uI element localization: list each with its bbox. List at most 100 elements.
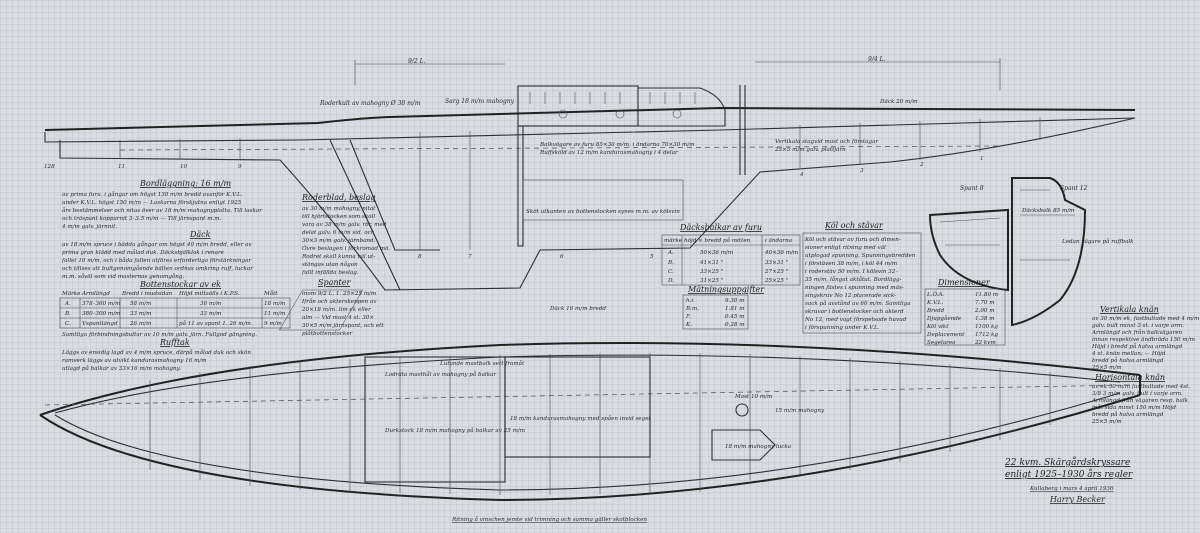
label-coaming: Ruffsköld av 12 m/m kandurasmahogny i 4 … <box>539 150 678 156</box>
svg-text:A.: A. <box>64 301 71 307</box>
svg-text:9.30 m: 9.30 m <box>725 298 745 304</box>
plan-label-sole: Durkstock 18 m/m mahogny på balkar av 25… <box>384 427 525 434</box>
svg-text:2.00 m: 2.00 m <box>974 308 995 314</box>
svg-text:30×3 m/m galv. järnband.: 30×3 m/m galv. järnband. <box>302 238 376 244</box>
svg-text:i förstäven 38 m/m, i köl 44 m: i förstäven 38 m/m, i köl 44 m/m <box>805 261 897 267</box>
svg-text:Rodret skall kunna väl ut-: Rodret skall kunna väl ut- <box>301 254 375 260</box>
svg-text:K.: K. <box>685 322 692 328</box>
svg-text:singskruv No 12 placerade sick: singskruv No 12 placerade sick- <box>805 293 896 299</box>
spant-12-label: Spant 12 <box>1060 185 1088 192</box>
svg-text:alm — Vid mast 4 st. 30×: alm — Vid mast 4 st. 30× <box>302 315 374 321</box>
svg-text:1: 1 <box>980 156 984 162</box>
svg-text:års bestämmelser och nitas öve: års bestämmelser och nitas över av 16 m/… <box>62 207 262 214</box>
svg-text:Rufftak: Rufftak <box>159 338 190 347</box>
svg-text:skruvar i bottenstocker och ak: skruvar i bottenstocker och akterd <box>805 309 904 315</box>
svg-text:och träspant kopparnit 3–3.5 m: och träspant kopparnit 3–3.5 m/m — Till … <box>62 216 222 222</box>
label-tiller: Sarg 18 m/m mahogny <box>445 98 515 105</box>
svg-text:31×25 ": 31×25 " <box>700 278 724 284</box>
svg-text:i förspunning under K.V.L.: i förspunning under K.V.L. <box>805 325 880 331</box>
svg-text:C.: C. <box>668 269 674 275</box>
svg-text:Köl och stävar av furu och dim: Köl och stävar av furu och dimen- <box>804 237 901 243</box>
svg-text:och tillses att bultgenomgåend: och tillses att bultgenomgående bälten o… <box>62 265 253 272</box>
deck-plan-view: Lodräta masthål av mahogny på balkar Lut… <box>39 289 1141 523</box>
svg-text:Djupgående: Djupgående <box>926 315 962 322</box>
dimension-aft-label: 9/2 L. <box>408 58 426 65</box>
svg-text:i ändarna: i ändarna <box>765 238 792 244</box>
svg-text:40×36 m/m: 40×36 m/m <box>764 250 798 256</box>
svg-text:7: 7 <box>468 254 472 260</box>
svg-text:Läggs av ensidig lagd av 4 m/m: Läggs av ensidig lagd av 4 m/m spruce, d… <box>61 349 251 356</box>
svg-text:Ifrån och akterskeppen av: Ifrån och akterskeppen av <box>301 298 377 305</box>
svg-text:av prima furu, i gångar om hög: av prima furu, i gångar om högst 130 m/m… <box>62 191 243 198</box>
title-line2: enligt 1925–1930 års regler <box>1005 468 1133 480</box>
svg-text:h.i.: h.i. <box>686 298 695 304</box>
svg-text:4 st. knän mellan; — Höjd: 4 st. knän mellan; — Höjd <box>1091 351 1166 357</box>
svg-text:vara av 38 m/m galv. rör, med: vara av 38 m/m galv. rör, med <box>302 222 387 228</box>
svg-text:F.: F. <box>685 314 691 320</box>
svg-text:stängas utan någon: stängas utan någon <box>302 261 358 268</box>
svg-text:25×5 m/m: 25×5 m/m <box>1091 419 1122 425</box>
svg-text:inåt sida minst 150 m/m Höjd: inåt sida minst 150 m/m Höjd <box>1092 404 1176 411</box>
plan-bottom-caption: Ritning å vinschen jemte vid trimning oc… <box>451 516 647 523</box>
left-notes: Bordläggning: 16 m/m av prima furu, i gå… <box>59 179 291 372</box>
svg-text:Bredd: Bredd <box>926 308 945 314</box>
svg-text:av 30 m/m ek, fastbultade med: av 30 m/m ek, fastbultade med 4 m/m <box>1092 316 1199 322</box>
svg-text:plåtbottenstocker: plåtbottenstocker <box>302 330 353 337</box>
svg-text:Köl vikt: Köl vikt <box>926 324 949 330</box>
svg-text:0.45 m: 0.45 m <box>725 314 745 320</box>
svg-text:2: 2 <box>919 162 924 168</box>
label-stem: Vertikala stagvid mast och förstagar <box>775 139 878 145</box>
svg-text:Armlängd från vägaren resp. ba: Armlängd från vägaren resp. balk <box>1091 397 1189 404</box>
svg-text:Vspantlängd: Vspantlängd <box>82 321 118 327</box>
svg-text:Köl och stävar: Köl och stävar <box>824 221 884 230</box>
svg-text:20×18 m/m. lim ek eller: 20×18 m/m. lim ek eller <box>301 307 371 313</box>
svg-text:5: 5 <box>650 254 654 260</box>
label-beams: Balkvägare av furu 85×30 m/m, i ändarna … <box>539 142 695 148</box>
label-rudder-head: Roderkult av mahogny Ø 38 m/m <box>319 100 421 107</box>
right-notes: Vertikala knän av 30 m/m ek, fastbultade… <box>1091 305 1199 425</box>
svg-text:Höjd mittsälls i K.P.S.: Höjd mittsälls i K.P.S. <box>178 291 240 297</box>
plan-label-fore-hatch: 18 m/m mahogny lucka <box>725 444 791 450</box>
svg-text:11: 11 <box>118 164 125 170</box>
svg-text:utlagd på balkar av 33×16 m/m: utlagd på balkar av 33×16 m/m mahogny. <box>62 365 181 372</box>
svg-text:Däcksbalkar av furu: Däcksbalkar av furu <box>679 223 762 232</box>
svg-text:B.m.: B.m. <box>685 306 699 312</box>
spant-8-label: Spant 8 <box>960 185 984 192</box>
plan-label-cockpit: 15 m/m mahogny <box>775 408 825 414</box>
svg-text:18 m/m: 18 m/m <box>264 301 285 307</box>
svg-text:innan respektive ändbräda 150: innan respektive ändbräda 150 m/m <box>1092 337 1195 343</box>
svg-text:58 m/m: 58 m/m <box>130 301 151 307</box>
svg-text:3: 3 <box>860 168 864 174</box>
signature: Harry Becker <box>1049 495 1106 504</box>
label-keel-hint: Sköt utkanten av bottenstocken synes m.m… <box>526 209 680 215</box>
svg-text:Armlängd och från balkvägaren: Armlängd och från balkvägaren <box>1091 329 1183 336</box>
svg-text:Vertikala knän: Vertikala knän <box>1100 305 1159 314</box>
svg-text:delat galv. 6 m/m sid. och: delat galv. 6 m/m sid. och <box>302 230 375 236</box>
svg-text:Övre beslagen i förkromad mä.: Övre beslagen i förkromad mä. <box>302 245 390 252</box>
svg-text:bredd på halva armlängd: bredd på halva armlängd <box>1092 411 1164 418</box>
svg-text:3/8 3 m/m galv. bult i varje a: 3/8 3 m/m galv. bult i varje arm. <box>1092 391 1183 397</box>
svg-text:i roderstäv 50 m/m. I kölsvin: i roderstäv 50 m/m. I kölsvin 32– <box>805 269 898 275</box>
rail2-label: Ledan vägare på ruffbalk <box>1061 238 1134 245</box>
dimension-fwd: 9/4 L. <box>755 56 1001 90</box>
measurement-table: Mätningsuppgifter h.i.9.30 m B.m.1.81 m … <box>682 285 765 330</box>
svg-text:Dimensioner: Dimensioner <box>937 278 991 287</box>
svg-text:Märke: Märke <box>61 291 81 297</box>
svg-text:prima gran klädd med målad duk: prima gran klädd med målad duk. Däcksbjä… <box>62 249 225 256</box>
svg-text:A.: A. <box>667 250 674 256</box>
dimension-aft: 9/2 L. <box>354 58 505 85</box>
svg-text:C.: C. <box>65 321 71 327</box>
svg-text:märke: märke <box>664 238 683 244</box>
svg-text:inom 9/2 L. 1. 25×25 m/m: inom 9/2 L. 1. 25×25 m/m <box>302 291 376 297</box>
svg-text:Bottenstockar av ek: Bottenstockar av ek <box>139 280 221 289</box>
section-spant-12: Spant 12 Däcksbalk 85 m/m Ledan vägare p… <box>1011 177 1134 327</box>
svg-text:Deplacement: Deplacement <box>926 332 965 338</box>
svg-text:sack på avstånd av 60 m/m. Sam: sack på avstånd av 60 m/m. Samtliga <box>805 300 911 307</box>
label-deck-thickness: Däck 20 m/m <box>879 99 918 105</box>
title-block: 22 kvm. Skärgårdskryssare enligt 1925–19… <box>1004 456 1133 504</box>
svg-text:36 m/m: 36 m/m <box>200 301 221 307</box>
rail-label: Däcksbalk 85 m/m <box>1021 208 1074 214</box>
svg-text:128: 128 <box>44 164 55 170</box>
